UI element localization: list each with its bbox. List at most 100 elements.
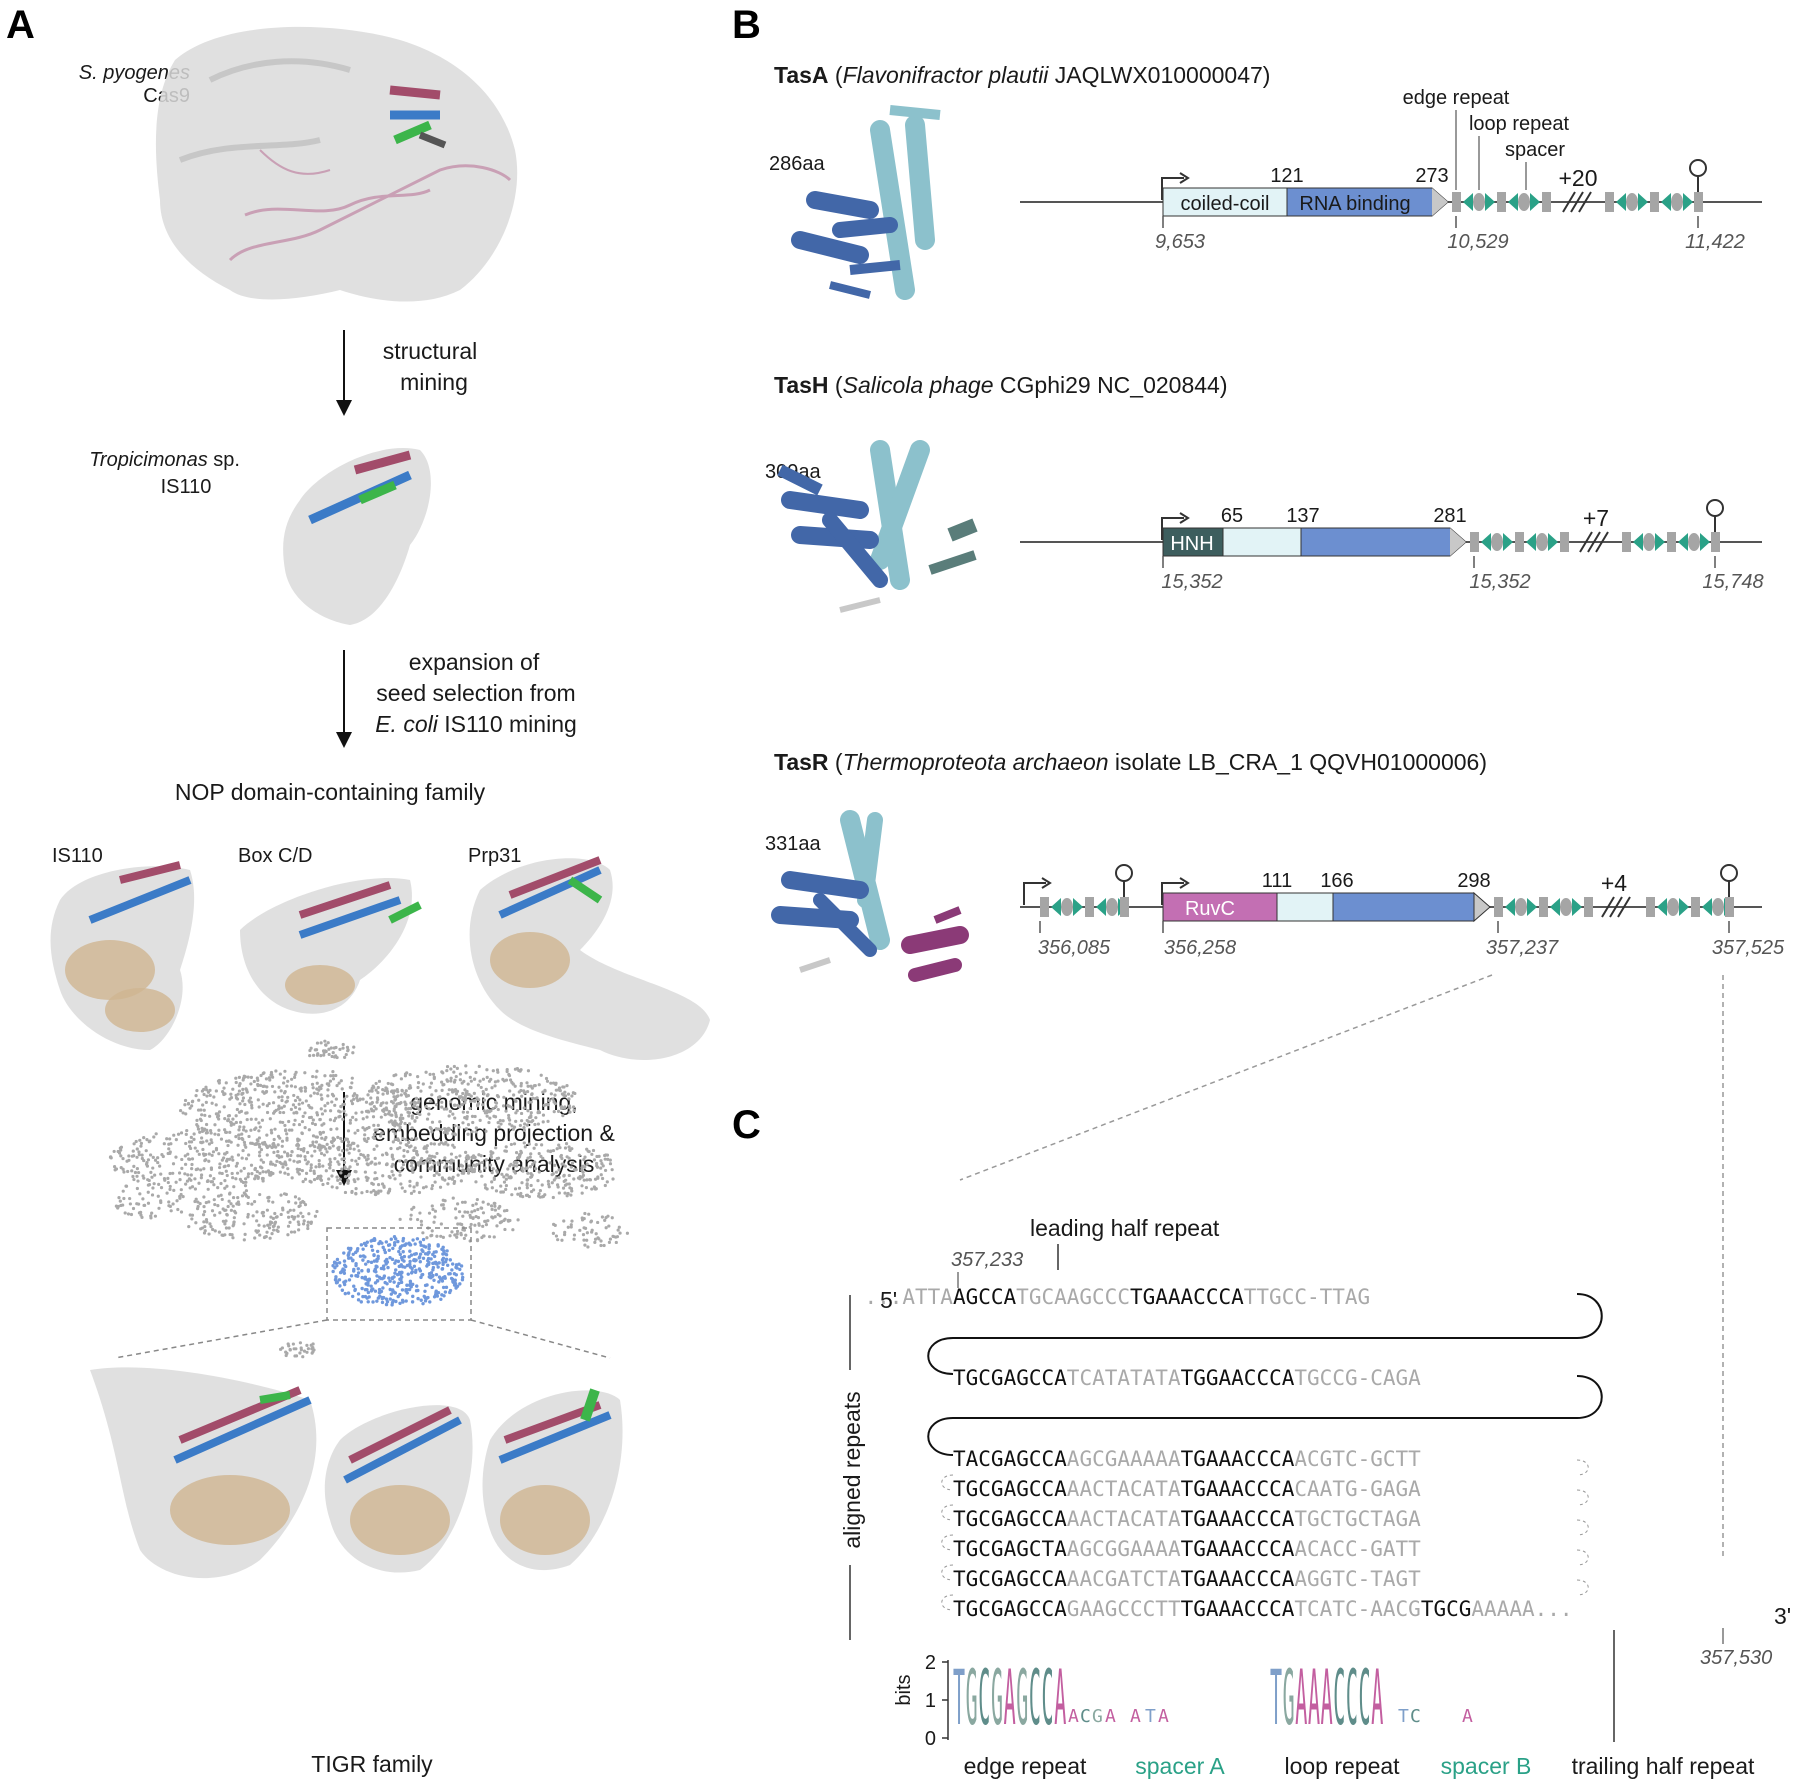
umap-point — [588, 1177, 592, 1182]
umap-point — [289, 1107, 293, 1111]
umap-point — [593, 1186, 597, 1190]
umap-point — [488, 1163, 493, 1167]
umap-point-tigr — [335, 1257, 340, 1262]
umap-point — [281, 1208, 285, 1212]
umap-point — [296, 1220, 300, 1224]
umap-point — [276, 1134, 281, 1139]
umap-point — [429, 1157, 433, 1161]
umap-point — [379, 1134, 383, 1138]
umap-point — [483, 1219, 487, 1224]
umap-point — [439, 1234, 443, 1238]
umap-point — [570, 1161, 575, 1165]
umap-point — [223, 1179, 227, 1183]
umap-point — [434, 1103, 438, 1107]
umap-point — [343, 1138, 348, 1142]
umap-point — [183, 1098, 188, 1103]
umap-point — [503, 1217, 507, 1221]
umap-point — [466, 1132, 470, 1136]
umap-point — [280, 1155, 284, 1159]
umap-point — [428, 1154, 432, 1158]
tash-pos-281: 281 — [1433, 505, 1466, 527]
umap-point — [336, 1178, 340, 1182]
umap-point — [205, 1088, 209, 1092]
umap-point — [340, 1087, 344, 1091]
umap-point — [376, 1123, 380, 1127]
umap-point — [244, 1180, 248, 1184]
umap-point — [480, 1160, 485, 1165]
umap-point — [541, 1156, 545, 1160]
umap-point-tigr — [459, 1264, 464, 1268]
umap-point — [530, 1092, 534, 1096]
umap-point — [243, 1177, 248, 1181]
umap-point — [583, 1211, 587, 1216]
umap-point — [457, 1210, 462, 1214]
umap-point-tigr — [359, 1300, 363, 1304]
umap-point — [193, 1177, 197, 1181]
umap-point — [261, 1084, 265, 1088]
three-prime-label: 3' — [1774, 1603, 1791, 1629]
umap-point — [512, 1142, 517, 1146]
umap-point-tigr — [427, 1247, 431, 1251]
tigr-structure-3 — [482, 1388, 623, 1571]
umap-point — [440, 1176, 445, 1180]
umap-point — [533, 1167, 538, 1171]
umap-point — [430, 1229, 434, 1233]
umap-point — [489, 1155, 493, 1159]
umap-point — [606, 1157, 610, 1161]
umap-point — [432, 1142, 437, 1146]
umap-point — [178, 1108, 183, 1113]
umap-point-tigr — [407, 1255, 411, 1259]
umap-point — [604, 1216, 608, 1220]
umap-point — [365, 1139, 369, 1144]
umap-point-tigr — [450, 1268, 454, 1272]
umap-point — [414, 1096, 419, 1100]
umap-point — [561, 1186, 566, 1190]
umap-point — [193, 1146, 197, 1150]
umap-point — [408, 1179, 412, 1184]
umap-point — [510, 1105, 514, 1110]
umap-point — [459, 1179, 463, 1183]
umap-point — [458, 1154, 462, 1158]
umap-point — [352, 1097, 356, 1101]
umap-point — [342, 1097, 347, 1101]
umap-point — [462, 1236, 466, 1241]
umap-point — [212, 1177, 216, 1181]
umap-point — [508, 1122, 512, 1126]
umap-point — [519, 1191, 523, 1196]
umap-point — [493, 1084, 497, 1088]
umap-point — [283, 1069, 287, 1073]
umap-point — [224, 1130, 229, 1135]
umap-point — [213, 1123, 217, 1127]
umap-point — [150, 1193, 155, 1197]
umap-point — [425, 1236, 429, 1240]
umap-point — [514, 1151, 519, 1155]
tash-pos-65: 65 — [1221, 505, 1243, 527]
umap-point — [614, 1240, 618, 1245]
umap-point — [403, 1159, 407, 1164]
umap-point — [360, 1191, 364, 1195]
umap-point — [196, 1108, 201, 1112]
umap-point-tigr — [405, 1283, 409, 1287]
umap-point — [457, 1095, 462, 1099]
umap-point — [303, 1154, 307, 1159]
umap-point — [127, 1158, 131, 1162]
umap-point — [291, 1342, 295, 1346]
umap-point — [453, 1116, 457, 1120]
umap-point — [265, 1230, 269, 1234]
umap-point-tigr — [395, 1272, 400, 1277]
umap-point — [159, 1186, 164, 1190]
umap-point — [509, 1175, 513, 1180]
umap-point — [363, 1133, 367, 1137]
umap-point — [204, 1218, 209, 1222]
umap-point — [160, 1153, 164, 1157]
umap-point — [196, 1204, 200, 1209]
umap-point — [265, 1208, 269, 1212]
umap-point — [389, 1146, 393, 1151]
umap-point-tigr — [448, 1288, 453, 1293]
umap-point — [520, 1094, 524, 1098]
umap-point — [331, 1069, 335, 1074]
umap-point — [487, 1235, 492, 1239]
umap-point — [400, 1166, 404, 1170]
umap-point-tigr — [408, 1262, 412, 1266]
umap-point — [491, 1167, 495, 1171]
